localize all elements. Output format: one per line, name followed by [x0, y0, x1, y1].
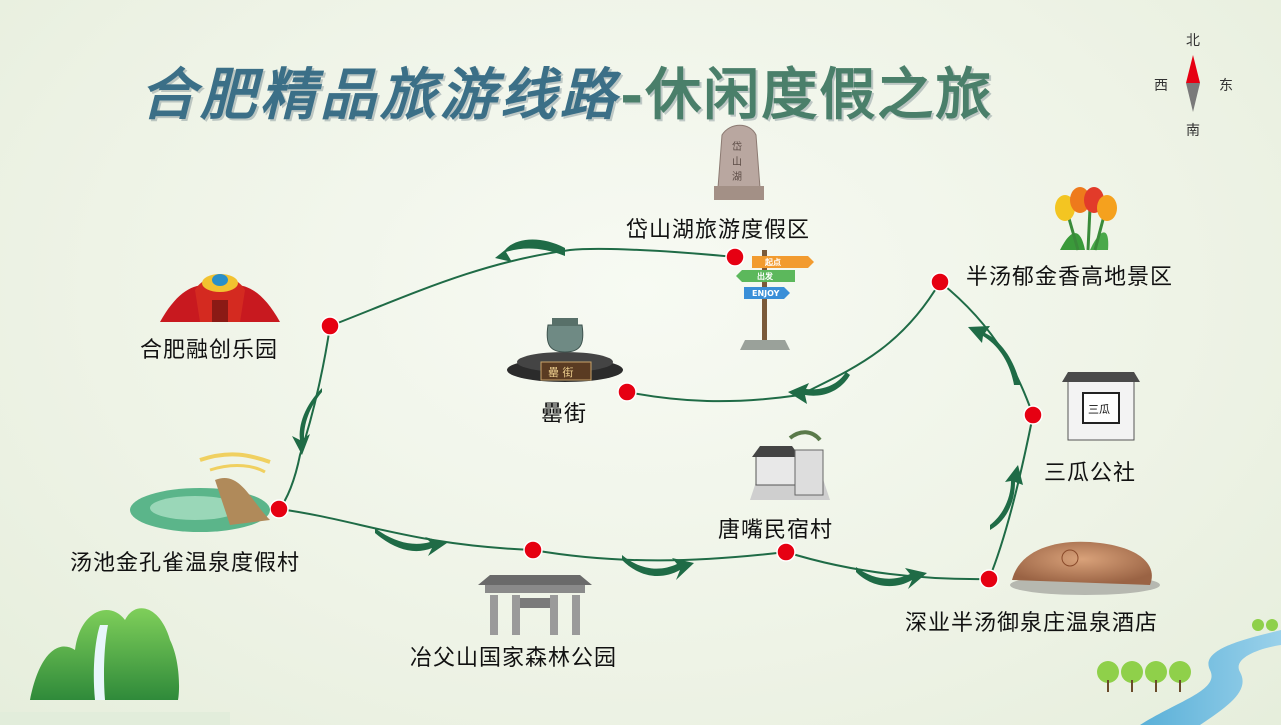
river-trees-icon — [1097, 619, 1281, 725]
page-title: 合肥精品旅游线路-休闲度假之旅 — [140, 50, 1080, 128]
sign-board-3: ENJOY — [752, 289, 780, 298]
marker-shenye[interactable] — [979, 569, 999, 589]
village-house-icon — [750, 430, 830, 500]
title-sub: 休闲度假之旅 — [645, 62, 994, 128]
compass-south-label: 南 — [1186, 123, 1200, 139]
svg-text:三瓜: 三瓜 — [1088, 403, 1110, 416]
stop-label-sangua[interactable]: 三瓜公社 — [1044, 461, 1137, 486]
stone-stele-icon: 岱 山 湖 — [714, 124, 764, 200]
svg-text:湖: 湖 — [732, 171, 742, 183]
compass-west-label: 西 — [1154, 78, 1168, 94]
tulip-icon — [1055, 187, 1117, 251]
red-gate-icon — [160, 274, 280, 322]
arrow-3 — [375, 528, 447, 556]
route-arrows — [292, 239, 1023, 589]
stop-label-rongchuang[interactable]: 合肥融创乐园 — [140, 338, 279, 363]
arrow-1 — [495, 239, 565, 262]
sign-board-2: 出发 — [757, 271, 774, 281]
stop-label-shenye[interactable]: 深业半汤御泉庄温泉酒店 — [905, 611, 1159, 636]
title-main: 合肥精品旅游线路 — [140, 62, 620, 128]
marker-tangzui[interactable] — [776, 542, 796, 562]
title-dash: - — [620, 62, 646, 128]
arrow-6 — [990, 465, 1023, 530]
svg-text:岱: 岱 — [732, 140, 742, 153]
marker-leijie[interactable] — [617, 382, 637, 402]
stop-label-leijie[interactable]: 罍街 — [541, 402, 588, 427]
bronze-vessel-icon: 罍 街 — [507, 318, 623, 382]
arrow-8 — [788, 372, 850, 404]
marker-yefushan[interactable] — [523, 540, 543, 560]
arrow-4 — [622, 555, 694, 580]
svg-text:罍 街: 罍 街 — [548, 365, 574, 379]
white-wall-gate-icon: 三瓜 — [1062, 372, 1140, 441]
svg-text:山: 山 — [732, 156, 742, 168]
stop-label-yujinxiang[interactable]: 半汤郁金香高地景区 — [966, 265, 1174, 290]
mountain-waterfall-icon — [0, 608, 230, 725]
route-line — [277, 247, 1035, 581]
marker-sangua[interactable] — [1023, 405, 1043, 425]
compass-icon — [1186, 55, 1200, 112]
engraved-rock-icon — [1010, 541, 1160, 595]
stop-label-tangchi[interactable]: 汤池金孔雀温泉度假村 — [70, 551, 301, 576]
arrow-5 — [856, 567, 927, 589]
marker-tangchi[interactable] — [269, 499, 289, 519]
marker-rongchuang[interactable] — [320, 316, 340, 336]
arrow-2 — [292, 388, 322, 455]
sign-board-1: 起点 — [764, 257, 781, 267]
stop-label-yefushan[interactable]: 冶父山国家森林公园 — [410, 646, 618, 671]
hot-spring-icon — [130, 452, 271, 532]
marker-yujinxiang[interactable] — [930, 272, 950, 292]
compass-east-label: 东 — [1219, 78, 1233, 94]
stone-archway-icon — [478, 575, 592, 635]
stop-label-tangzui[interactable]: 唐嘴民宿村 — [718, 518, 834, 543]
stop-label-daishanhu[interactable]: 岱山湖旅游度假区 — [626, 218, 811, 243]
stop-markers — [269, 247, 1043, 589]
compass-north-label: 北 — [1186, 33, 1200, 49]
marker-daishanhu[interactable] — [725, 247, 745, 267]
arrow-7 — [968, 326, 1020, 385]
signpost-icon: 起点 出发 ENJOY — [736, 250, 814, 350]
